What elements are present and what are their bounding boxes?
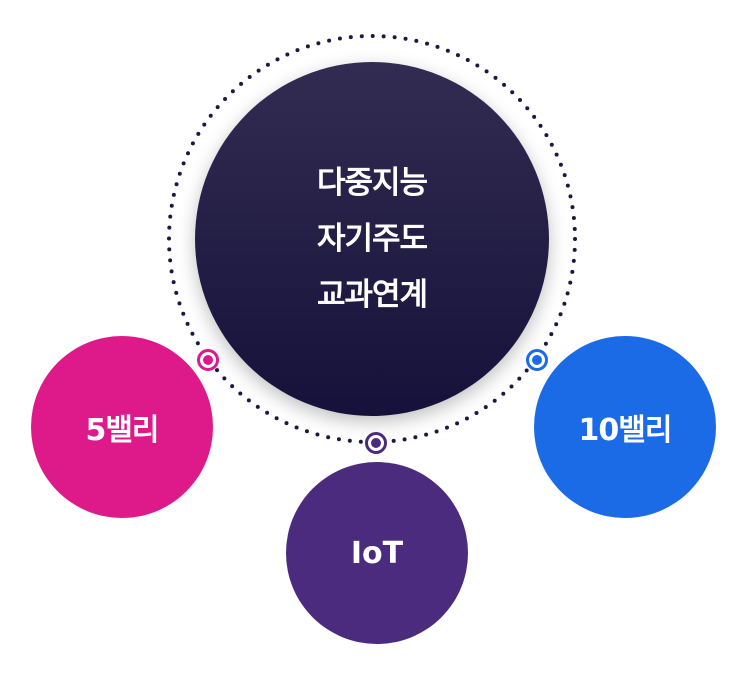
connector-node-left-dot bbox=[203, 355, 213, 365]
connector-node-right-dot bbox=[532, 355, 542, 365]
satellite-10valley-label: 10밸리 bbox=[578, 413, 673, 448]
center-line-1: 다중지능 bbox=[316, 165, 428, 201]
satellite-10valley: 10밸리 bbox=[534, 336, 716, 518]
connector-node-bottom-dot bbox=[371, 438, 381, 448]
satellite-5valley: 5밸리 bbox=[31, 336, 213, 518]
center-line-3: 교과연계 bbox=[316, 277, 428, 313]
satellite-iot: IoT bbox=[286, 462, 468, 644]
satellite-5valley-label: 5밸리 bbox=[85, 413, 159, 448]
center-circle: 다중지능 자기주도 교과연계 bbox=[195, 62, 549, 416]
connector-node-right bbox=[526, 349, 548, 371]
connector-node-bottom bbox=[365, 432, 387, 454]
center-line-2: 자기주도 bbox=[316, 221, 428, 257]
connector-node-left bbox=[197, 349, 219, 371]
satellite-iot-label: IoT bbox=[350, 535, 404, 571]
